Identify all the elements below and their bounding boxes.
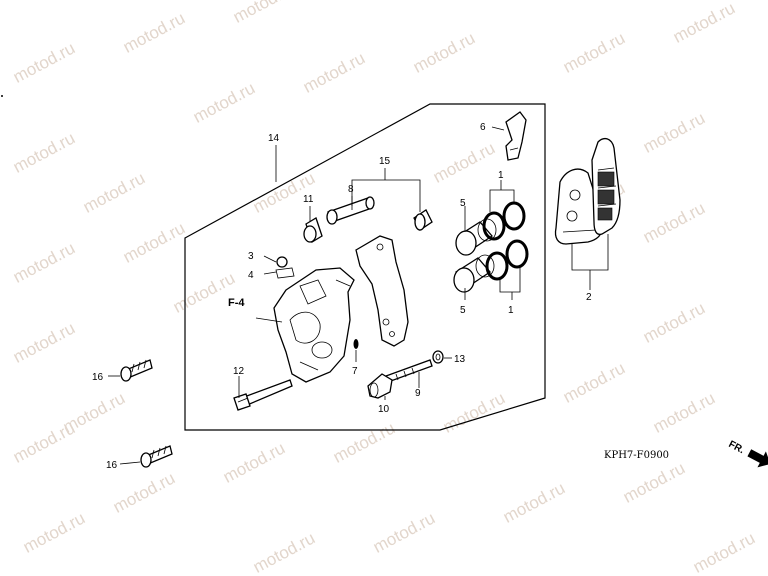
callout-14: 14 (268, 133, 280, 144)
pin-bolt-upper (326, 196, 375, 225)
caliper-body (273, 267, 355, 383)
callout-8: 8 (348, 184, 354, 195)
callout-4: 4 (248, 270, 254, 281)
callout-13: 13 (454, 354, 466, 365)
callout-2: 2 (586, 292, 592, 303)
callout-6: 6 (480, 122, 486, 133)
callout-5-lower: 5 (460, 305, 466, 316)
boot (353, 339, 359, 349)
pad-spring (505, 111, 527, 161)
callout-15: 15 (379, 156, 391, 167)
reference-label: F-4 (228, 297, 245, 309)
callout-5-upper: 5 (460, 198, 466, 209)
callout-11: 11 (303, 194, 314, 205)
callout-3: 3 (248, 251, 254, 262)
callout-1-lower: 1 (508, 305, 514, 316)
washer (432, 350, 444, 364)
callout-10: 10 (378, 404, 390, 415)
pin-boot (367, 373, 393, 399)
caliper-bracket (355, 235, 409, 347)
piston-lower (453, 254, 495, 293)
callout-16-lower: 16 (106, 460, 118, 471)
callout-9: 9 (415, 388, 421, 399)
callout-16-upper: 16 (92, 372, 104, 383)
brake-pad-front (591, 137, 621, 236)
diagram-code: KPH7-F0900 (604, 450, 669, 461)
assembly-outline (184, 103, 546, 431)
callout-7: 7 (352, 366, 358, 377)
pin-bolt-lower (385, 359, 433, 383)
callout-12: 12 (233, 366, 245, 377)
caliper-pin (233, 379, 293, 411)
front-direction-arrow: FR. (727, 439, 768, 468)
leader-lines (108, 126, 609, 465)
callout-1-upper: 1 (498, 170, 504, 181)
mounting-bolt-lower (140, 445, 173, 468)
collar (303, 217, 323, 243)
brake-pad-rear (554, 168, 603, 245)
piston-seals-lower (485, 239, 529, 281)
bleeder-screw (275, 256, 295, 279)
mounting-bolt-upper (120, 359, 153, 382)
collar-right (413, 209, 433, 231)
fr-label: FR. (727, 439, 747, 456)
stray-mark (1, 95, 3, 97)
